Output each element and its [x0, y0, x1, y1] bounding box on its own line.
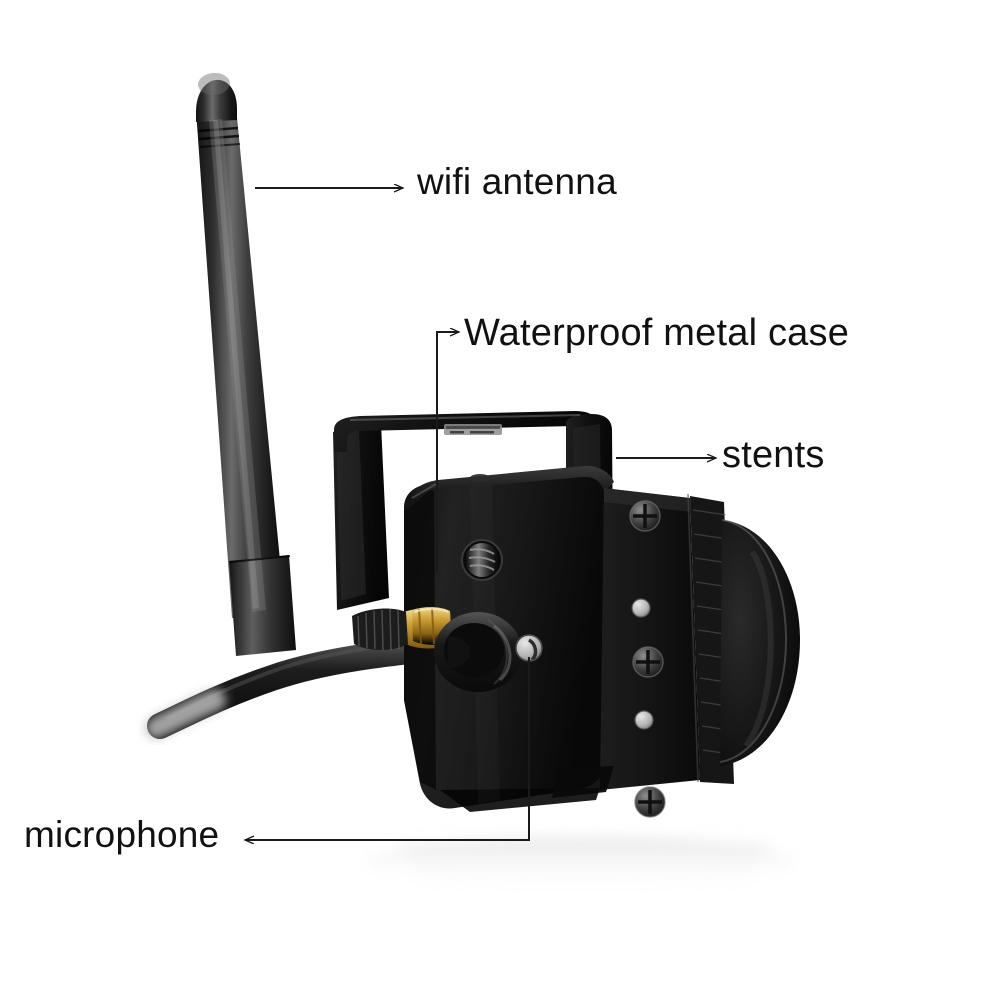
wifi-antenna — [196, 72, 296, 656]
label-wifi-antenna: wifi antenna — [417, 161, 617, 202]
body-bottom-wedge — [552, 766, 614, 798]
lens-hood — [719, 519, 800, 766]
floor-reflection — [365, 836, 795, 900]
label-stents: stents — [722, 434, 825, 476]
body-screws — [470, 474, 666, 818]
threaded-mount-hole — [461, 539, 503, 581]
label-microphone: microphone — [24, 814, 220, 855]
microphone-hole — [515, 634, 543, 662]
label-waterproof-metal-case: Waterproof metal case — [464, 312, 850, 354]
